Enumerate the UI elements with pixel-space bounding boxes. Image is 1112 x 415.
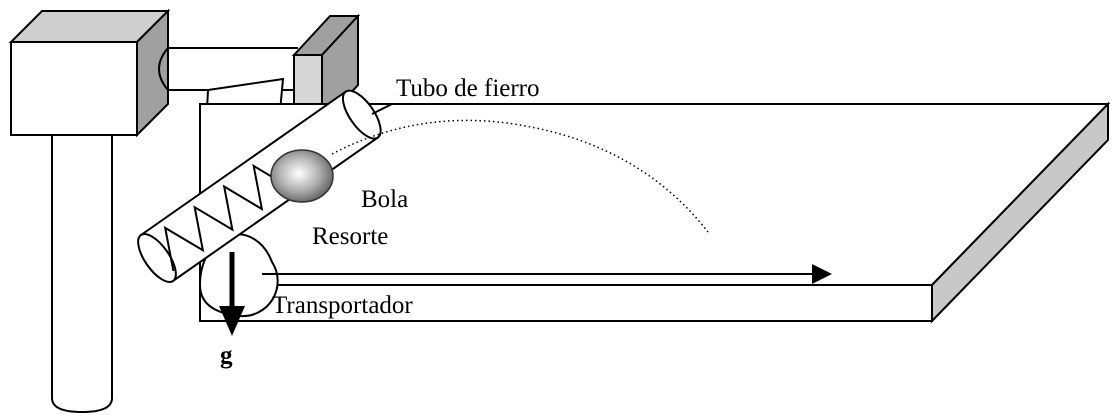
- gravity-label: g: [220, 342, 233, 369]
- ball-label: Bola: [361, 186, 408, 213]
- stand-post: [51, 120, 113, 414]
- table-board: [199, 101, 1111, 324]
- protractor-label: Transportador: [272, 292, 413, 319]
- spring-label: Resorte: [312, 223, 388, 250]
- clamp-plate: [291, 13, 361, 127]
- ball: [270, 149, 334, 203]
- trajectory-path: [331, 119, 709, 233]
- iron-tube: [137, 89, 382, 283]
- tube-label: Tubo de fierro: [396, 75, 540, 102]
- gravity-arrow: [219, 252, 245, 336]
- tube-leader-line: [371, 103, 1108, 115]
- clamp-box: [8, 8, 171, 138]
- spring: [163, 163, 292, 272]
